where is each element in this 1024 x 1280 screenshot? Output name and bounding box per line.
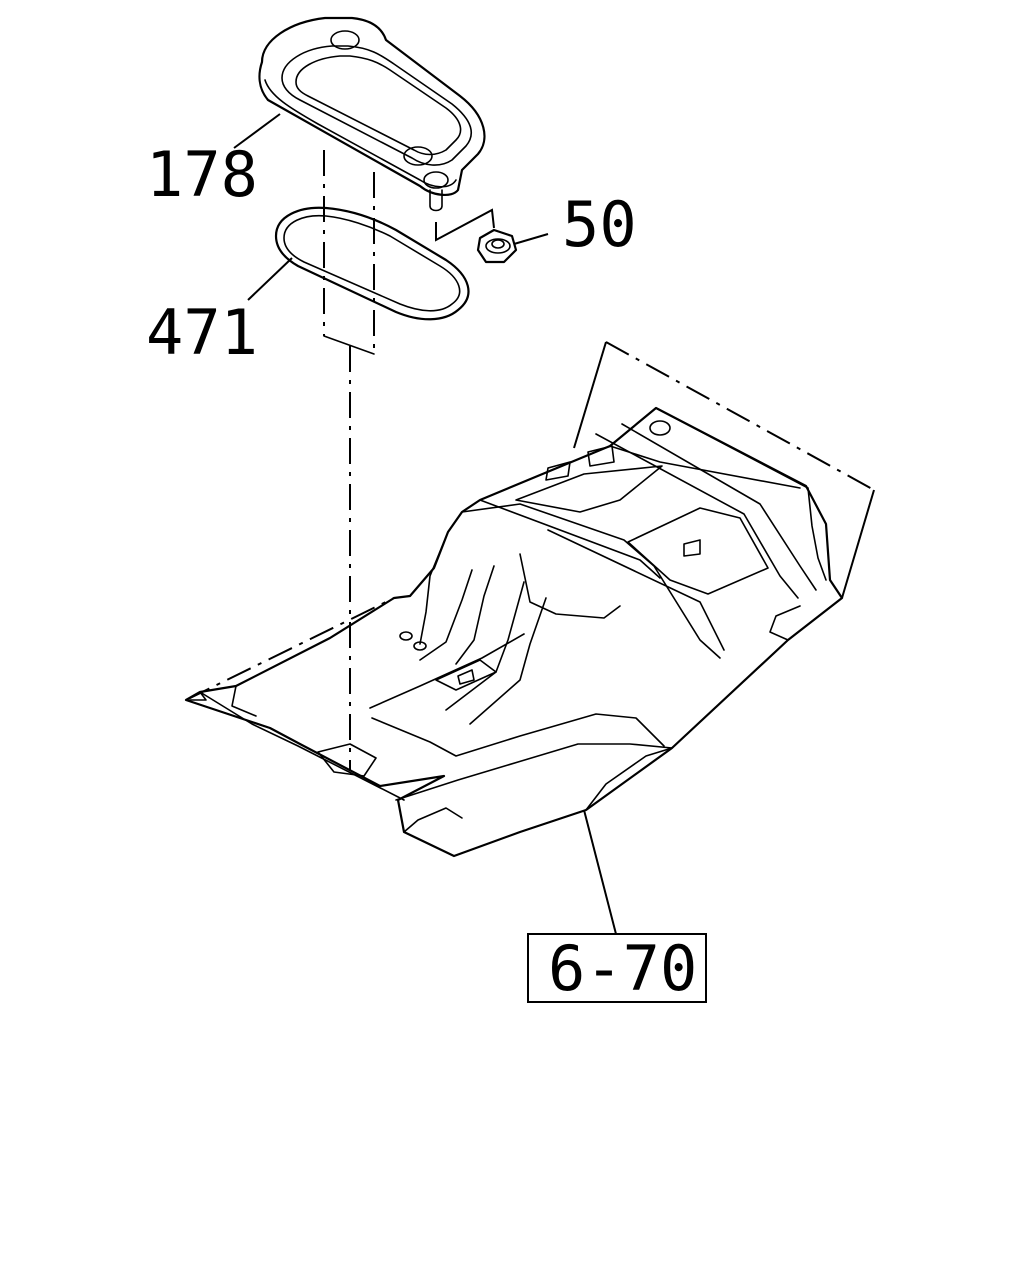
reference-box[interactable] <box>527 933 707 1003</box>
assembly-indicator <box>435 208 495 242</box>
cover-plate-178[interactable] <box>258 16 486 212</box>
callout-471: 471 <box>146 296 258 369</box>
leader-lines <box>233 113 617 935</box>
callout-50: 50 <box>562 188 637 261</box>
floor-panel <box>184 406 844 858</box>
gasket-471[interactable] <box>274 206 470 321</box>
reference-label: 6-70 <box>548 932 697 1005</box>
flange-nut-50[interactable] <box>476 228 518 264</box>
panel-phantom-outline <box>185 341 875 701</box>
alignment-lines <box>323 150 375 770</box>
callout-178: 178 <box>146 138 258 211</box>
